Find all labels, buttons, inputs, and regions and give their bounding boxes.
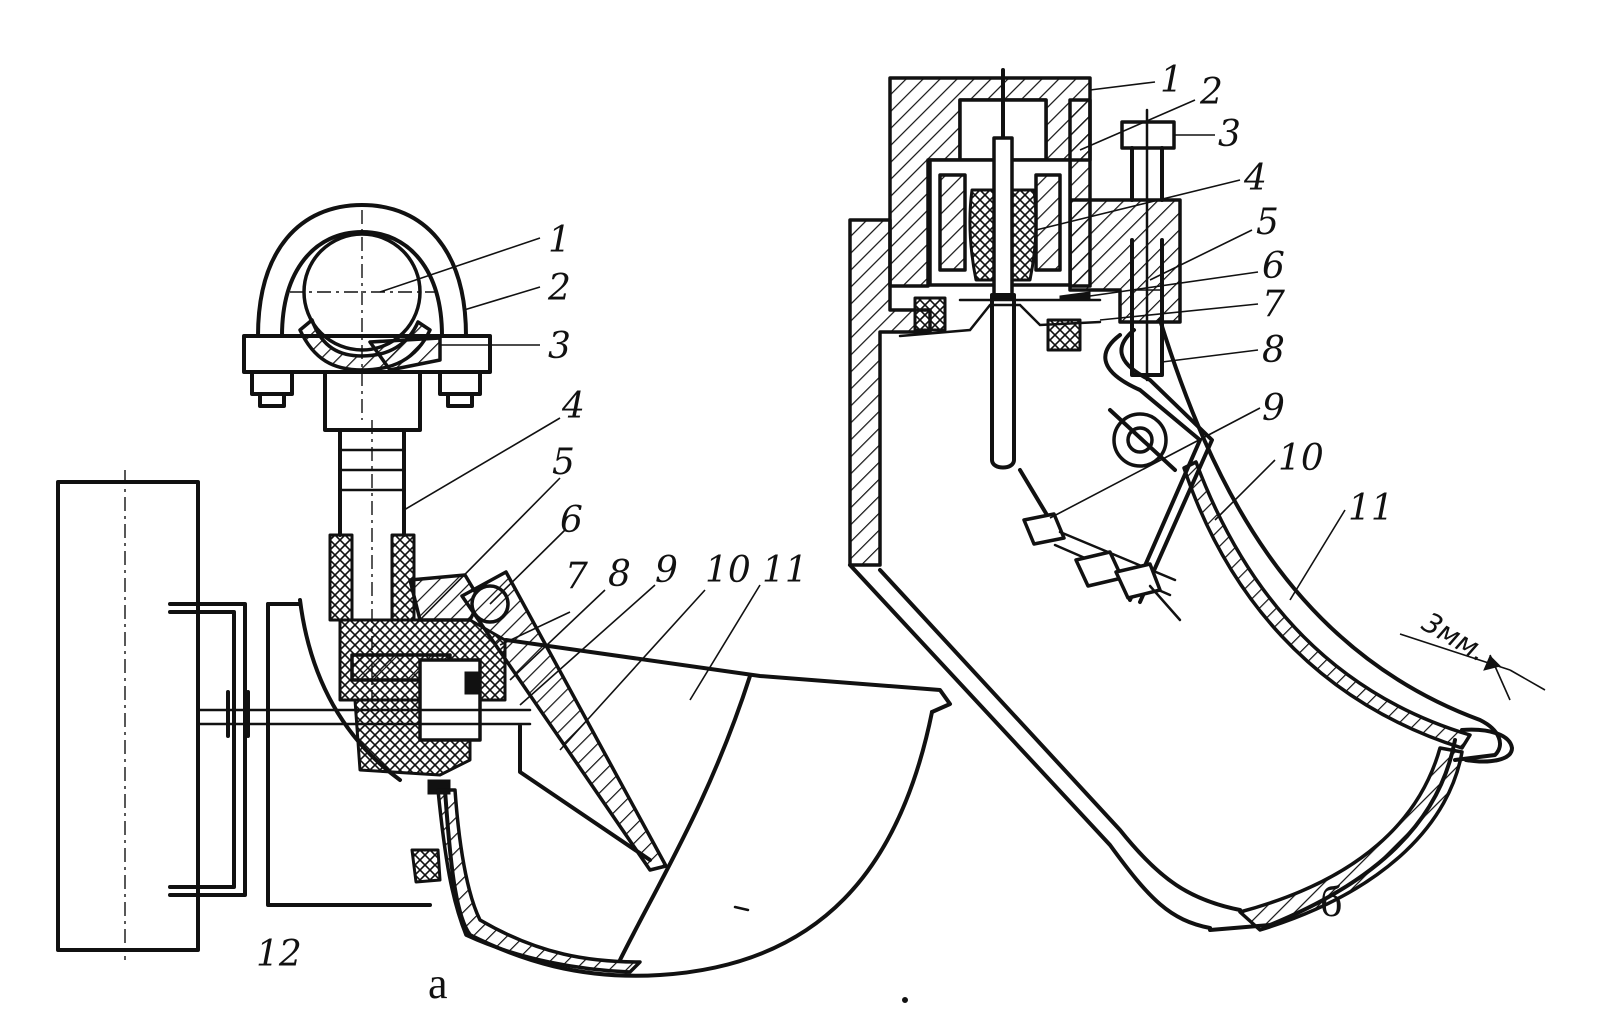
fig-a-label-9: 9: [655, 550, 678, 591]
fig-b-label-5: 5: [1256, 202, 1279, 243]
fig-a-wall: [56, 470, 200, 960]
fig-a-plate: [460, 570, 668, 872]
fig-a-cup: [410, 638, 952, 978]
fig-b-labels: 1 2 3 4 5 6 7 8 9 10 11 б: [1160, 60, 1394, 926]
fig-a-label-6: 6: [560, 500, 583, 541]
fig-a-label-3: 3: [548, 326, 571, 367]
fig-a-leaders: [379, 237, 761, 751]
figure-a: 1 2 3 4 5 6 7 8 9 10 11 12 а: [56, 203, 952, 1008]
fig-b-cap: [888, 68, 1092, 288]
fig-a-label-8: 8: [608, 554, 631, 595]
fig-b-caption: б: [1320, 877, 1342, 926]
fig-b-arm: [1018, 328, 1214, 622]
fig-a-clamp: [242, 203, 492, 432]
fig-b-label-10: 10: [1278, 438, 1324, 479]
fig-a-insulator-body: [198, 573, 532, 795]
fig-a-label-2: 2: [547, 268, 571, 309]
fig-b-label-11: 11: [1348, 488, 1394, 529]
fig-b-base: [848, 198, 1182, 567]
fig-a-label-7: 7: [565, 556, 588, 597]
fig-a-labels: 1 2 3 4 5 6 7 8 9 10 11 12 а: [256, 220, 808, 1008]
fig-b-label-9: 9: [1262, 388, 1285, 429]
fig-b-bowl: [848, 318, 1514, 932]
fig-a-label-1: 1: [548, 220, 571, 261]
fig-b-insulator: [898, 136, 1102, 470]
fig-b-label-2: 2: [1199, 72, 1223, 113]
fig-b-label-3: 3: [1218, 114, 1241, 155]
fig-a-label-10: 10: [705, 550, 751, 591]
fig-a-label-12: 12: [256, 934, 302, 975]
fig-b-label-7: 7: [1262, 284, 1285, 325]
fig-b-label-8: 8: [1262, 330, 1285, 371]
fig-b-label-4: 4: [1243, 158, 1267, 199]
fig-a-caption: а: [428, 959, 448, 1008]
figure-b: 3мм. 1 2 3 4 5 6 7 8 9 10 1: [848, 60, 1546, 932]
fig-b-dimension: 3мм.: [1399, 605, 1546, 701]
fig-b-bolt: [1120, 108, 1176, 382]
fig-a-label-5: 5: [552, 442, 575, 483]
fig-b-label-6: 6: [1262, 246, 1285, 287]
fig-a-label-11: 11: [762, 550, 808, 591]
fig-b-dimension-label: 3мм.: [1417, 605, 1493, 668]
fig-a-label-4: 4: [561, 386, 585, 427]
fig-b-label-1: 1: [1160, 60, 1183, 101]
stray-dot: [902, 997, 908, 1003]
fig-a-bracket: [168, 602, 432, 907]
fig-b-leaders: [1035, 81, 1346, 601]
